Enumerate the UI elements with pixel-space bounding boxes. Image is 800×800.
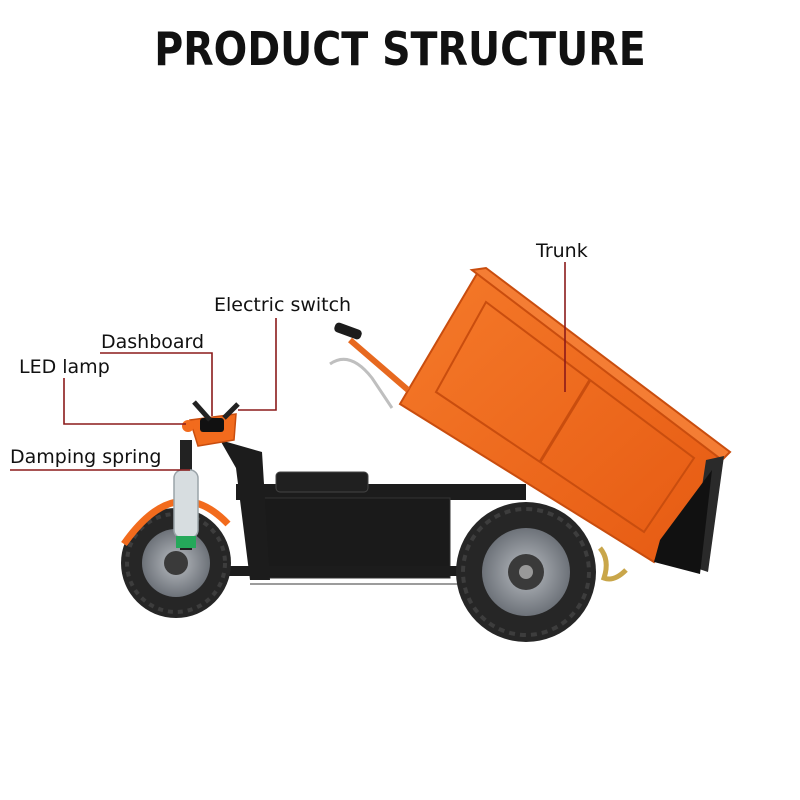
led-lamp-leader	[63, 378, 186, 425]
electric-switch-leader	[238, 318, 277, 411]
leader-lines	[10, 262, 566, 471]
trunk-top-rim	[469, 266, 732, 462]
front-frame	[220, 440, 270, 580]
spring-collar	[176, 536, 196, 548]
page-title: PRODUCT STRUCTURE	[154, 22, 646, 76]
dump-lever	[329, 322, 410, 409]
handlebar-right	[222, 402, 240, 420]
rear-tire-tread	[461, 507, 591, 637]
lever-grip	[334, 322, 362, 340]
dashboard-label: Dashboard	[101, 331, 205, 353]
trunk-rib	[538, 379, 592, 463]
front-suspension	[173, 440, 199, 550]
lower-rail	[182, 566, 482, 576]
led-lamp-shape	[182, 420, 194, 432]
rear-axle	[519, 565, 533, 579]
damping-spring-label: Damping spring	[10, 446, 162, 468]
handlebar-left	[192, 400, 212, 422]
trunk	[398, 266, 732, 582]
handlebar	[192, 400, 240, 422]
lever-shaft	[348, 337, 410, 393]
front-hub	[164, 551, 188, 575]
battery-box	[261, 497, 451, 579]
led-lamp-label: LED lamp	[19, 356, 110, 378]
rear-wheel	[456, 502, 596, 642]
damping-spring-shape	[173, 469, 199, 539]
seat	[275, 471, 369, 493]
front-head	[182, 413, 237, 447]
dashboard-leader	[100, 352, 213, 416]
trunk-inner-panel	[434, 300, 696, 534]
dashboard-shape	[200, 418, 224, 432]
electric-switch-label: Electric switch	[214, 294, 352, 316]
lever-link	[329, 357, 394, 409]
trunk-hinge-hook	[597, 546, 628, 582]
chassis	[182, 440, 526, 585]
trunk-label: Trunk	[536, 240, 588, 262]
trunk-rear-panel	[654, 470, 712, 574]
